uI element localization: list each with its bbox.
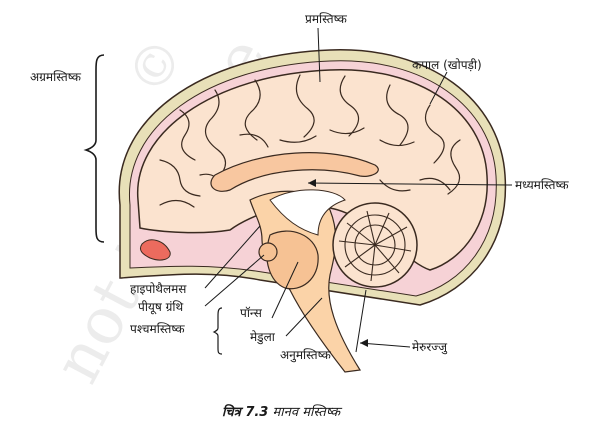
cerebellum-shape — [332, 202, 418, 288]
label-spinal-cord: मेरुरज्जु — [412, 340, 448, 354]
label-cerebrum: प्रमस्तिष्क — [305, 12, 347, 26]
label-pituitary: पीयूष ग्रंथि — [138, 300, 184, 314]
label-medulla: मेडुला — [250, 330, 275, 344]
label-midbrain: मध्यमस्तिष्क — [515, 178, 569, 192]
label-forebrain: अग्रमस्तिष्क — [30, 70, 81, 84]
caption-text: मानव मस्तिष्क — [272, 405, 341, 420]
label-hypothalamus: हाइपोथैलमस — [130, 282, 187, 296]
label-skull: कपाल (खोपड़ी) — [412, 58, 482, 72]
figure-caption: चित्र 7.3 मानव मस्तिष्क — [222, 402, 340, 420]
third-ventricle — [269, 189, 346, 236]
pons-shape — [266, 230, 319, 290]
forebrain-brace — [83, 54, 105, 243]
leader-lines — [204, 27, 513, 353]
hindbrain-brace — [212, 307, 223, 355]
eye-spot — [139, 239, 171, 261]
caption-number: चित्र 7.3 — [222, 405, 269, 420]
pituitary-gland — [258, 242, 278, 262]
label-cerebellum: अनुमस्तिष्क — [280, 348, 331, 362]
corpus-callosum — [210, 152, 379, 192]
label-pons: पॉन्स — [240, 306, 262, 320]
arrow-heads — [308, 179, 368, 347]
label-hindbrain: पश्चमस्तिष्क — [130, 322, 185, 336]
